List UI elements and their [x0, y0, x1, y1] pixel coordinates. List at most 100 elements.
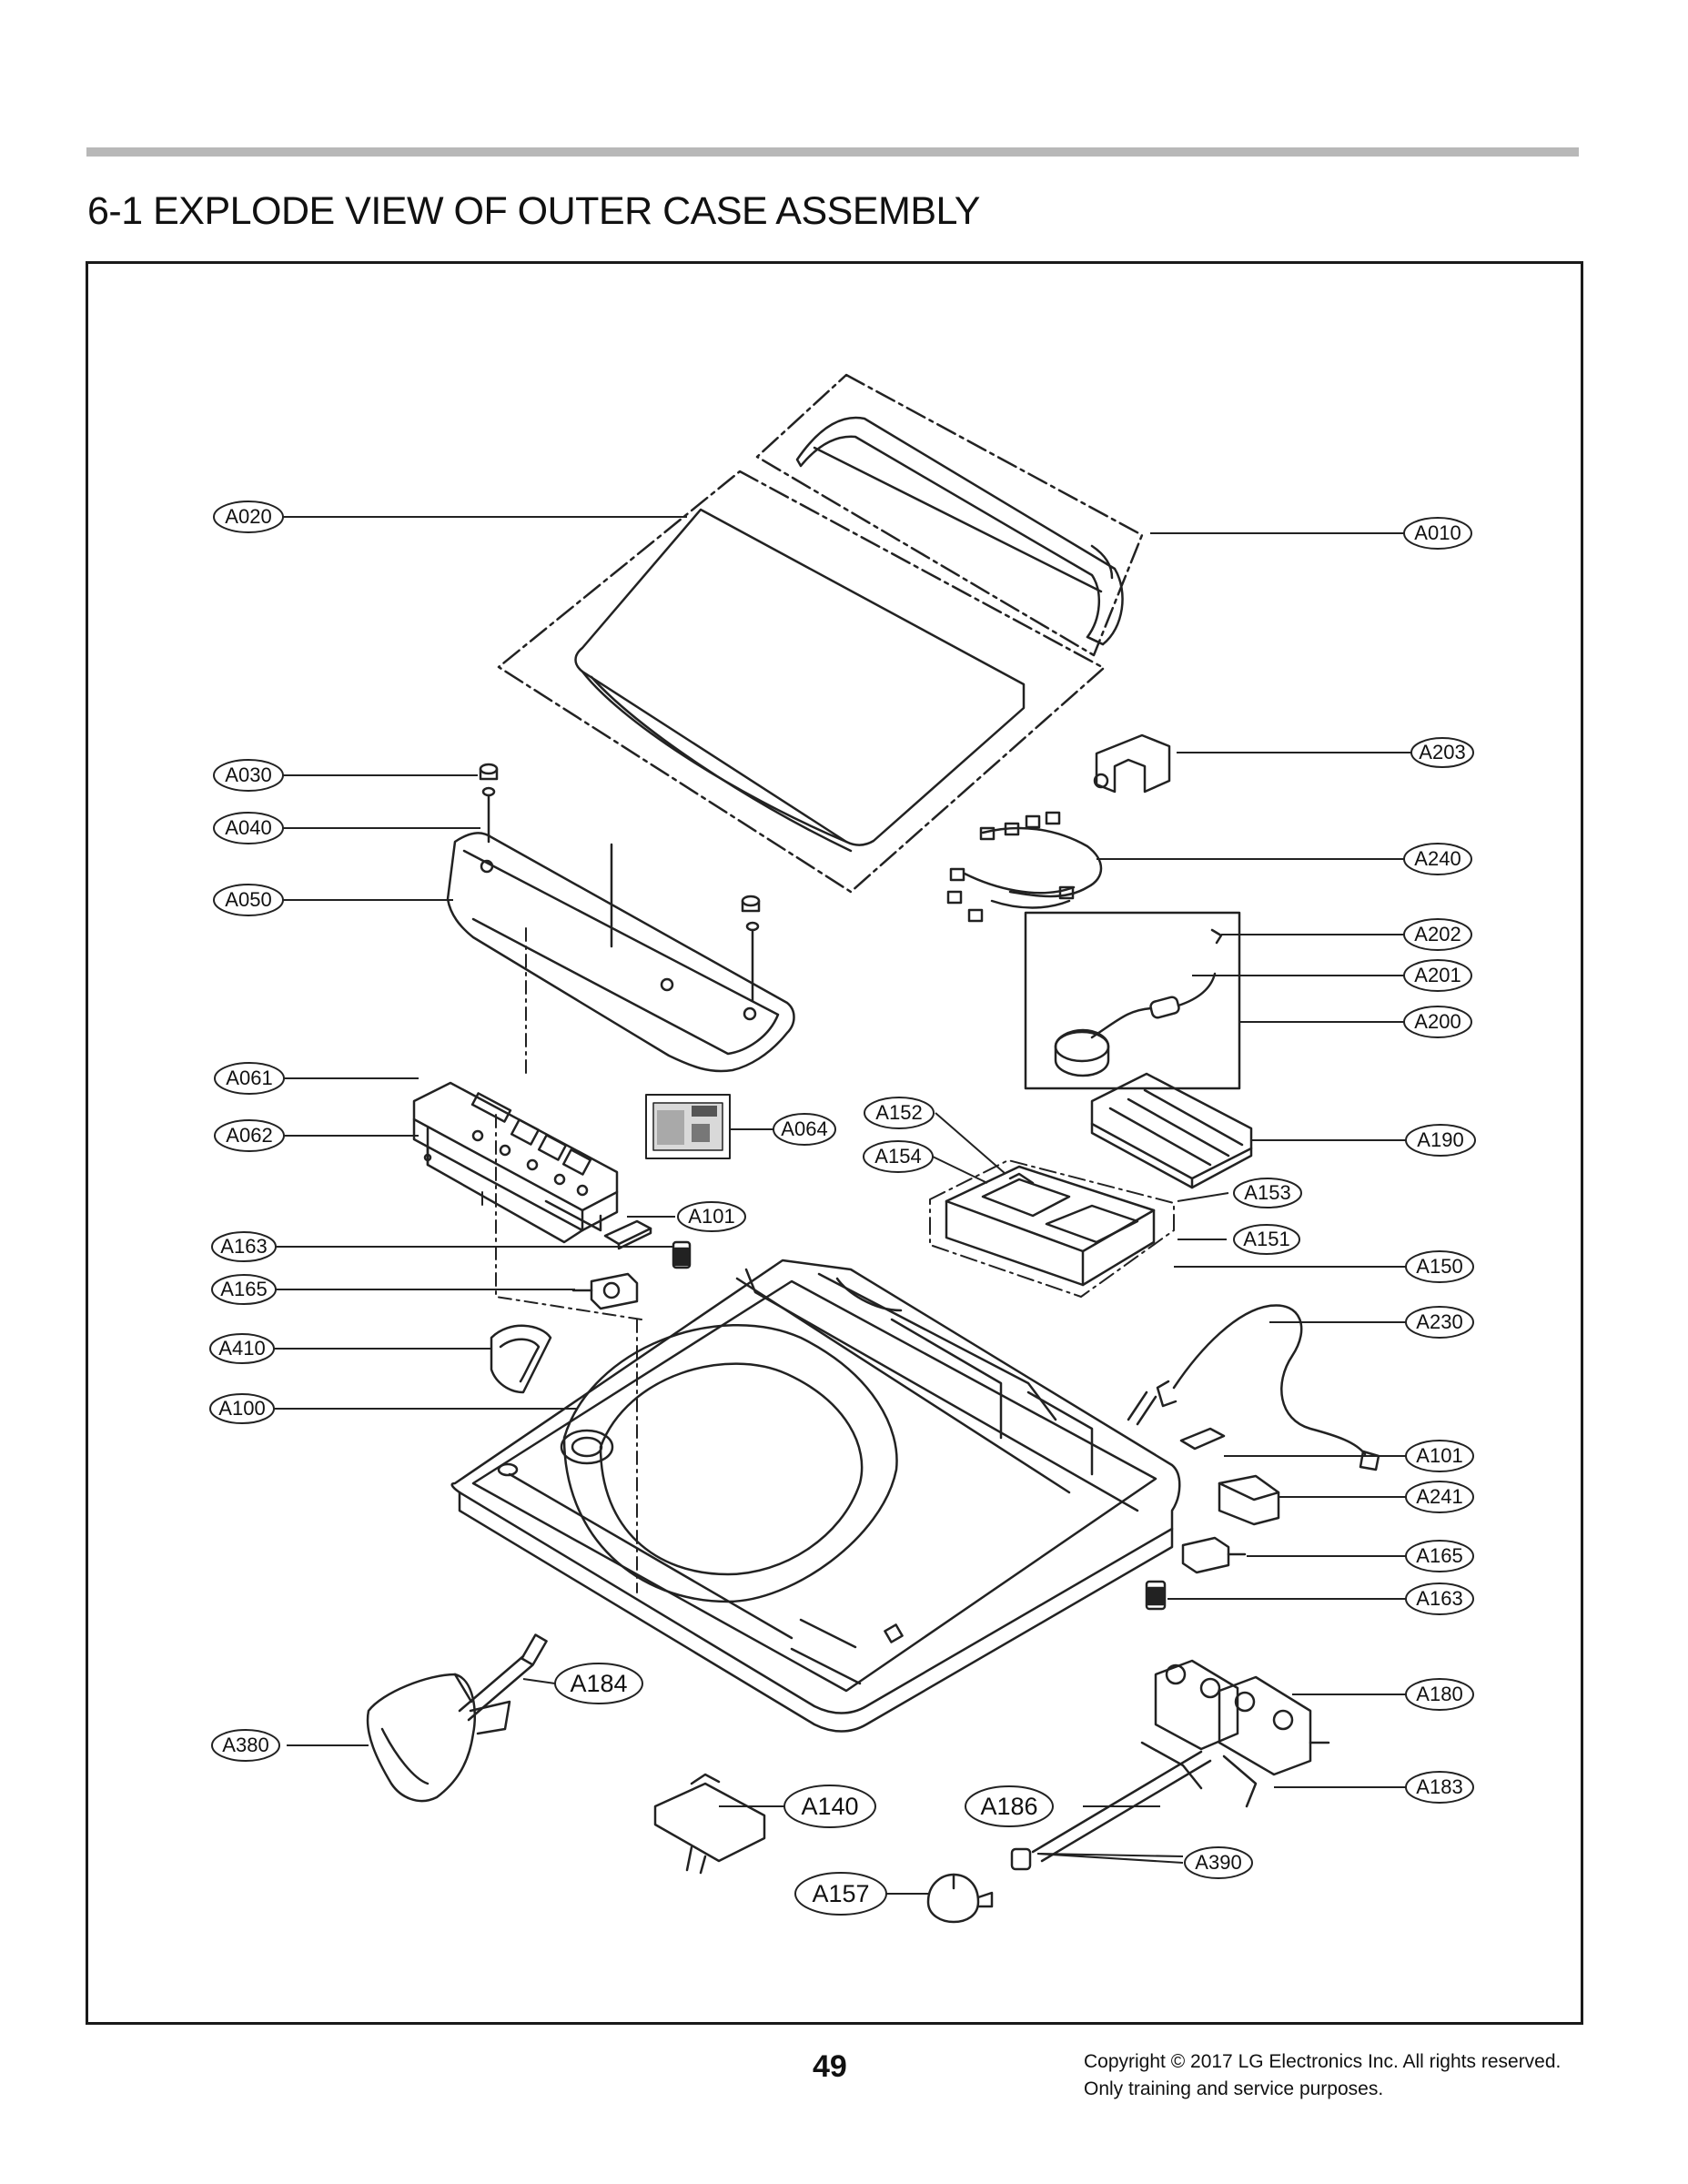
- callout-balloon: [794, 1872, 887, 1916]
- callout-label: A180: [1416, 1683, 1462, 1705]
- callout-label: A030: [225, 763, 271, 786]
- callout-label: A186: [980, 1793, 1037, 1820]
- callout-a140: A140: [783, 1785, 876, 1828]
- callout-label: A153: [1244, 1181, 1290, 1204]
- callout-label: A154: [874, 1145, 921, 1168]
- power-cord-part: [1127, 1304, 1380, 1471]
- callout-balloon: [965, 1785, 1054, 1827]
- callout-label: A010: [1414, 521, 1461, 544]
- callout-balloon: [213, 759, 284, 792]
- callout-label: A050: [225, 888, 271, 911]
- callout-balloon: [1403, 517, 1472, 550]
- callout-label: A202: [1414, 923, 1461, 945]
- callout-balloon: [1403, 918, 1472, 951]
- callout-label: A061: [226, 1067, 272, 1089]
- callout-a186: A186: [965, 1785, 1054, 1827]
- callout-a152: A152: [864, 1097, 935, 1129]
- callout-a201: A201: [1403, 959, 1472, 992]
- callout-balloon: [1405, 1440, 1474, 1472]
- page-number: 49: [813, 2049, 847, 2084]
- callout-balloon: [1410, 737, 1474, 768]
- hinge-left: [571, 1272, 639, 1310]
- callout-a010: A010: [1403, 517, 1472, 550]
- callout-a410: A410: [209, 1333, 275, 1364]
- callout-a165: A165: [211, 1274, 277, 1305]
- callout-balloon: [864, 1097, 935, 1129]
- callout-label: A203: [1419, 741, 1465, 763]
- detergent-frame-part: [1090, 1072, 1253, 1189]
- detergent-box-assembly: [929, 1159, 1175, 1298]
- callout-balloon: [211, 1274, 277, 1305]
- callout-a100: A100: [209, 1393, 275, 1424]
- inlet-valve-part: [1140, 1659, 1330, 1808]
- hose-part: [1010, 1750, 1212, 1871]
- callout-label: A151: [1243, 1228, 1289, 1250]
- callout-balloon: [783, 1785, 876, 1828]
- callout-a184: A184: [554, 1663, 643, 1704]
- callout-label: A100: [218, 1397, 265, 1420]
- callout-balloon: [1233, 1178, 1302, 1208]
- callout-label: A165: [220, 1278, 267, 1300]
- header-rule: [86, 147, 1579, 157]
- callout-balloon: [211, 1729, 280, 1762]
- callout-label: A184: [570, 1670, 627, 1697]
- diagram-frame: [86, 261, 1583, 2025]
- callout-balloon: [1405, 1582, 1474, 1615]
- callout-label: A200: [1414, 1010, 1461, 1033]
- callout-balloon: [773, 1113, 836, 1146]
- screws-caps: [479, 763, 761, 1003]
- callout-a240: A240: [1403, 843, 1472, 875]
- top-cover-part: [450, 1259, 1181, 1733]
- callout-balloon: [213, 812, 284, 844]
- callout-balloon: [1184, 1846, 1253, 1879]
- control-panel-cover-part: [446, 832, 795, 1073]
- callout-a064: A064: [773, 1113, 836, 1146]
- callout-label: A165: [1416, 1544, 1462, 1567]
- callout-label: A040: [225, 816, 271, 839]
- copyright-line-1: Copyright © 2017 LG Electronics Inc. All…: [1084, 2051, 1562, 2072]
- callout-a101: A101: [677, 1201, 746, 1232]
- filter-part: [1218, 1474, 1280, 1526]
- callout-balloon: [1405, 1250, 1474, 1283]
- copyright-line-2: Only training and service purposes.: [1084, 2078, 1384, 2099]
- callout-a183: A183: [1405, 1771, 1474, 1804]
- callout-a040: A040: [213, 812, 284, 844]
- callout-label: A101: [1416, 1444, 1462, 1467]
- callout-balloon: [1403, 843, 1472, 875]
- callout-a165: A165: [1405, 1540, 1474, 1572]
- callout-a062: A062: [214, 1119, 285, 1152]
- callout-label: A101: [688, 1205, 734, 1228]
- callout-balloon: [213, 500, 284, 533]
- callout-a154: A154: [863, 1140, 934, 1173]
- callout-label: A241: [1416, 1485, 1462, 1508]
- callout-balloon: [214, 1062, 285, 1095]
- wire-harness-part: [946, 811, 1103, 923]
- callout-balloon: [1405, 1540, 1474, 1572]
- callout-label: A152: [875, 1101, 922, 1124]
- callout-a203: A203: [1410, 737, 1474, 768]
- callout-a030: A030: [213, 759, 284, 792]
- callout-a180: A180: [1405, 1678, 1474, 1711]
- callout-balloon: [1405, 1771, 1474, 1804]
- callout-label: A157: [812, 1880, 869, 1907]
- page-title: 6-1 EXPLODE VIEW OF OUTER CASE ASSEMBLY: [87, 189, 980, 233]
- callout-a241: A241: [1405, 1481, 1474, 1513]
- callout-balloon: [554, 1663, 643, 1704]
- callout-a061: A061: [214, 1062, 285, 1095]
- callout-a153: A153: [1233, 1178, 1302, 1208]
- callout-label: A390: [1195, 1851, 1241, 1874]
- callout-label: A064: [781, 1117, 827, 1140]
- callout-label: A380: [222, 1734, 268, 1756]
- wifi-module-part: [645, 1094, 731, 1159]
- callout-a151: A151: [1233, 1224, 1300, 1255]
- callout-a190: A190: [1405, 1124, 1476, 1157]
- lid-frame-part: [755, 373, 1144, 657]
- callout-balloon: [1405, 1678, 1474, 1711]
- callout-a200: A200: [1403, 1006, 1472, 1038]
- callout-balloon: [677, 1201, 746, 1232]
- callout-label: A062: [226, 1124, 272, 1147]
- callout-label: A201: [1414, 964, 1461, 986]
- callout-balloon: [1403, 959, 1472, 992]
- callout-balloon: [209, 1393, 275, 1424]
